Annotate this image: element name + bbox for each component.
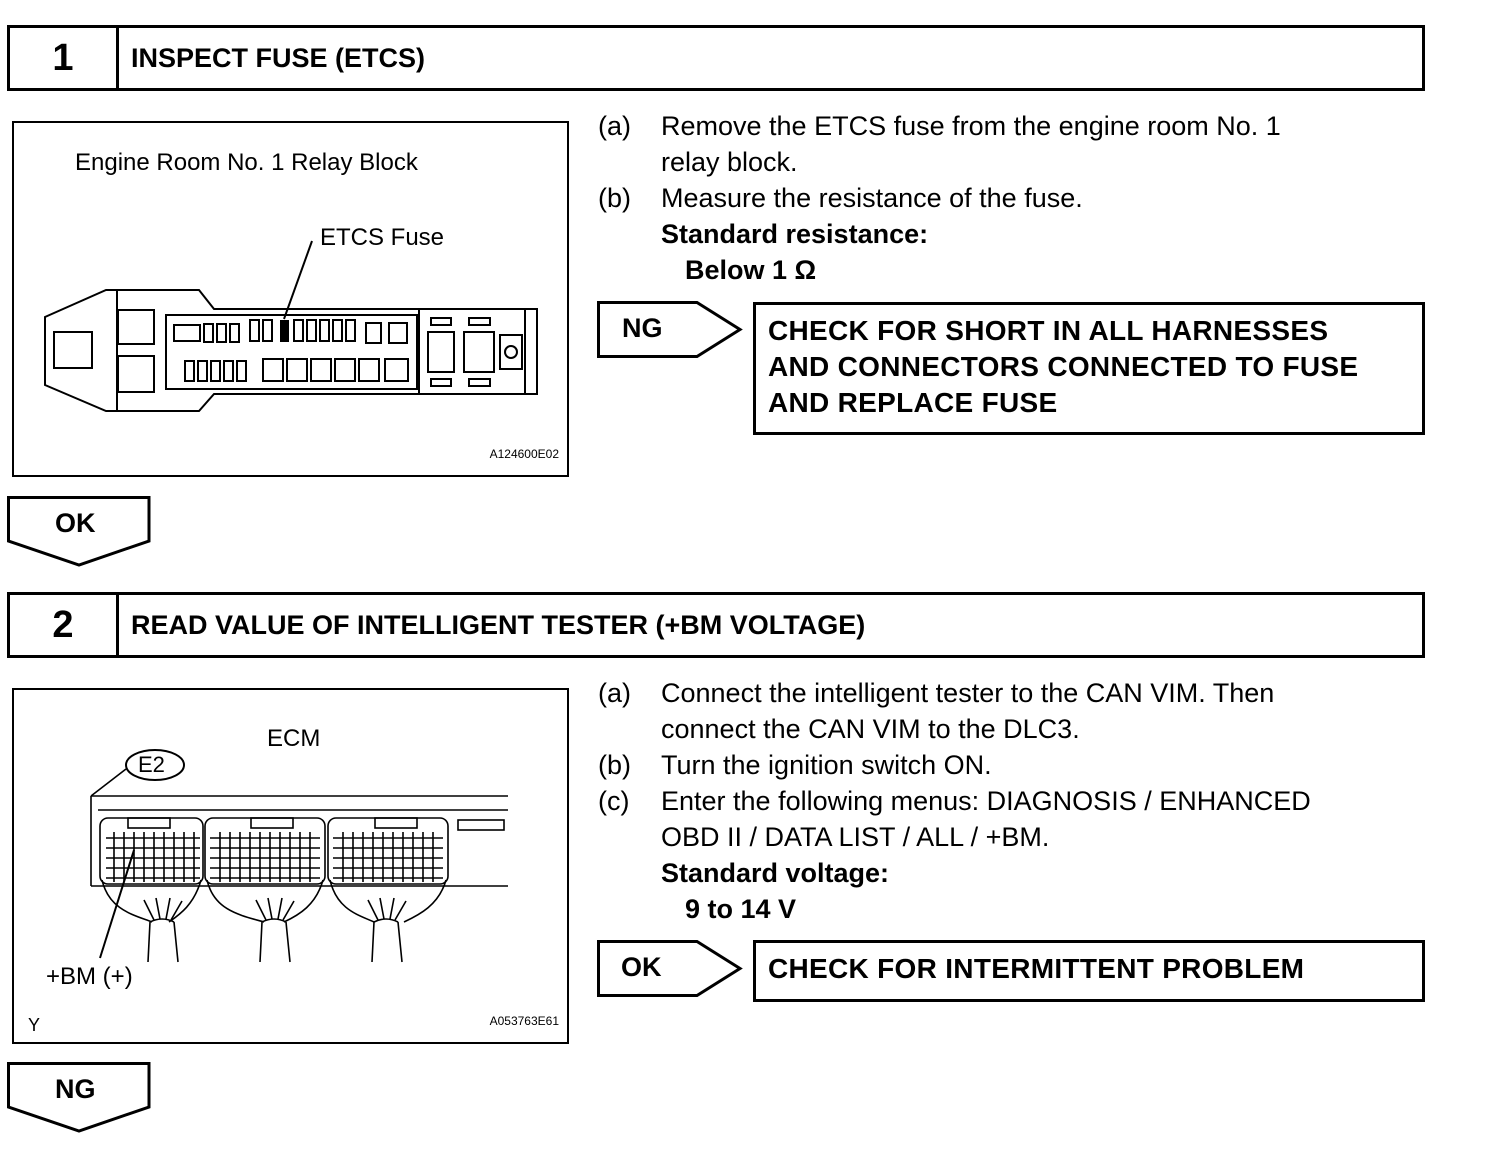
relay-block-drawing bbox=[44, 240, 538, 412]
relay-block-figure: Engine Room No. 1 Relay Block ETCS Fuse bbox=[12, 121, 569, 477]
ng-branch-tag: NG bbox=[597, 301, 743, 358]
standard-value: 9 to 14 V bbox=[685, 894, 797, 924]
result-line: AND CONNECTORS CONNECTED TO FUSE bbox=[768, 351, 1359, 382]
ng-next-tag: NG bbox=[7, 1062, 151, 1134]
connector-e2-label: E2 bbox=[138, 752, 165, 777]
instruction-text: OBD II / DATA LIST / ALL / +BM. bbox=[661, 822, 1050, 852]
ecm-caption: ECM bbox=[267, 725, 321, 752]
instruction-a-continued: relay block. bbox=[598, 144, 1398, 180]
instruction-text: Enter the following menus: DIAGNOSIS / E… bbox=[661, 786, 1311, 816]
etcs-fuse-highlight bbox=[280, 320, 289, 342]
instruction-text: Measure the resistance of the fuse. bbox=[661, 183, 1083, 213]
standard-row: Standard resistance: bbox=[598, 216, 1398, 252]
etcs-fuse-callout: ETCS Fuse bbox=[320, 224, 445, 251]
step-1-title: INSPECT FUSE (ETCS) bbox=[131, 43, 426, 73]
step-2-instructions: (a) Connect the intelligent tester to th… bbox=[598, 675, 1418, 927]
instruction-text: Connect the intelligent tester to the CA… bbox=[661, 678, 1275, 708]
ng-branch-label: NG bbox=[622, 313, 663, 343]
instruction-label: (c) bbox=[598, 786, 630, 816]
instruction-text: Remove the ETCS fuse from the engine roo… bbox=[661, 111, 1281, 141]
corner-mark: Y bbox=[28, 1015, 41, 1035]
instruction-a-continued: connect the CAN VIM to the DLC3. bbox=[598, 711, 1418, 747]
result-line: CHECK FOR INTERMITTENT PROBLEM bbox=[768, 953, 1305, 984]
instruction-a: (a) Remove the ETCS fuse from the engine… bbox=[598, 108, 1398, 144]
instruction-text: relay block. bbox=[661, 147, 798, 177]
arrow-down-icon bbox=[7, 496, 151, 567]
figure-code: A124600E02 bbox=[489, 447, 559, 461]
standard-label: Standard resistance: bbox=[661, 219, 929, 249]
ng-result-box: CHECK FOR SHORT IN ALL HARNESSES AND CON… bbox=[753, 302, 1425, 435]
ecm-figure: ECM +BM (+) Y bbox=[12, 688, 569, 1044]
step-1-number: 1 bbox=[10, 28, 119, 88]
standard-value-row: Below 1 Ω bbox=[598, 252, 1398, 288]
ok-result-box: CHECK FOR INTERMITTENT PROBLEM bbox=[753, 940, 1425, 1002]
terminal-label: +BM (+) bbox=[46, 963, 133, 990]
step-2-number: 2 bbox=[10, 595, 119, 655]
result-line: CHECK FOR SHORT IN ALL HARNESSES bbox=[768, 315, 1329, 346]
ok-next-tag: OK bbox=[7, 496, 151, 568]
arrow-right-icon bbox=[597, 301, 743, 358]
standard-label: Standard voltage: bbox=[661, 858, 890, 888]
ok-next-label: OK bbox=[55, 508, 96, 538]
ok-branch-label: OK bbox=[621, 952, 662, 982]
figure-code: A053763E61 bbox=[489, 1014, 559, 1028]
figure-caption: Engine Room No. 1 Relay Block bbox=[75, 149, 418, 176]
instruction-a: (a) Connect the intelligent tester to th… bbox=[598, 675, 1418, 711]
instruction-b: (b) Turn the ignition switch ON. bbox=[598, 747, 1418, 783]
instruction-label: (a) bbox=[598, 678, 631, 708]
standard-value: Below 1 Ω bbox=[685, 255, 817, 285]
arrow-down-icon bbox=[7, 1062, 151, 1133]
arrow-right-icon bbox=[597, 940, 743, 997]
step-1-instructions: (a) Remove the ETCS fuse from the engine… bbox=[598, 108, 1398, 288]
instruction-label: (b) bbox=[598, 750, 631, 780]
standard-row: Standard voltage: bbox=[598, 855, 1418, 891]
instruction-b: (b) Measure the resistance of the fuse. bbox=[598, 180, 1398, 216]
ecm-drawing bbox=[90, 749, 508, 963]
ng-next-label: NG bbox=[55, 1074, 96, 1104]
instruction-text: connect the CAN VIM to the DLC3. bbox=[661, 714, 1080, 744]
instruction-c-continued: OBD II / DATA LIST / ALL / +BM. bbox=[598, 819, 1418, 855]
step-2-header: 2 READ VALUE OF INTELLIGENT TESTER (+BM … bbox=[7, 592, 1425, 658]
instruction-label: (b) bbox=[598, 183, 631, 213]
instruction-text: Turn the ignition switch ON. bbox=[661, 750, 992, 780]
instruction-c: (c) Enter the following menus: DIAGNOSIS… bbox=[598, 783, 1418, 819]
result-line: AND REPLACE FUSE bbox=[768, 387, 1058, 418]
step-1-header: 1 INSPECT FUSE (ETCS) bbox=[7, 25, 1425, 91]
ok-branch-tag: OK bbox=[597, 940, 743, 997]
instruction-label: (a) bbox=[598, 111, 631, 141]
step-2-title: READ VALUE OF INTELLIGENT TESTER (+BM VO… bbox=[131, 610, 866, 640]
standard-value-row: 9 to 14 V bbox=[598, 891, 1418, 927]
